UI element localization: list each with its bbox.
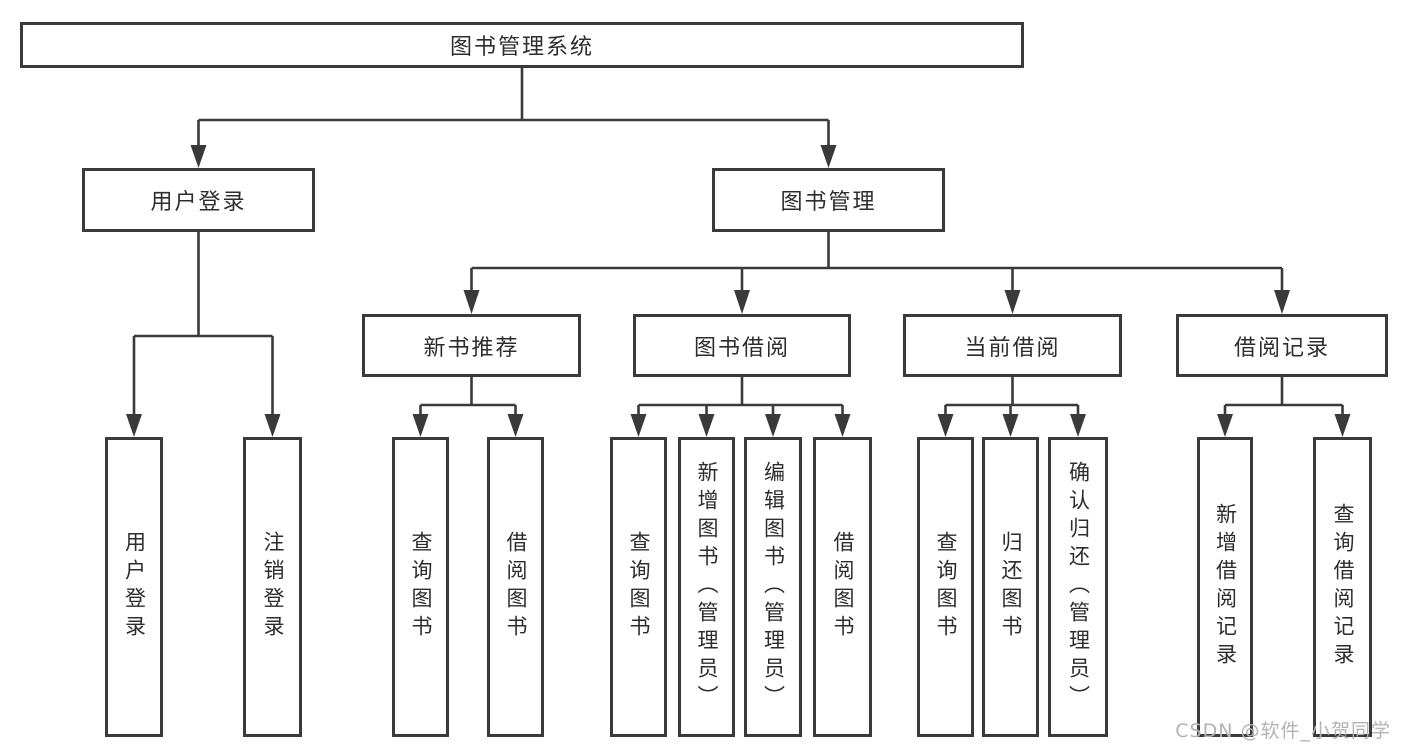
leaf-logout: 注销登录 bbox=[243, 437, 302, 737]
node-user-login: 用户登录 bbox=[82, 168, 315, 232]
connector-current-borrowing-children bbox=[937, 377, 1086, 437]
leaf-return-books: 归还图书 bbox=[982, 437, 1039, 737]
node-label: 用户登录 bbox=[122, 531, 147, 643]
node-label: 查询图书 bbox=[409, 531, 433, 643]
node-label: 新书推荐 bbox=[423, 335, 520, 361]
leaf-query-books-current: 查询图书 bbox=[917, 437, 974, 737]
leaf-add-borrowing-record: 新增借阅记录 bbox=[1197, 437, 1253, 737]
node-book-management-system: 图书管理系统 bbox=[20, 22, 1024, 68]
node-label: 编辑图书（管理员） bbox=[761, 461, 786, 713]
node-book-borrowing: 图书借阅 bbox=[633, 314, 851, 377]
connector-book-borrowing-children bbox=[630, 377, 851, 437]
node-label: 当前借阅 bbox=[964, 335, 1061, 361]
leaf-borrow-books-recommend: 借阅图书 bbox=[487, 437, 544, 737]
leaf-confirm-return-admin: 确认归还（管理员） bbox=[1048, 437, 1108, 737]
leaf-user-login: 用户登录 bbox=[105, 437, 163, 737]
node-label: 新增图书（管理员） bbox=[695, 461, 719, 713]
node-label: 确认归还（管理员） bbox=[1066, 461, 1091, 713]
leaf-query-books-recommend: 查询图书 bbox=[392, 437, 449, 737]
leaf-edit-book-admin: 编辑图书（管理员） bbox=[744, 437, 802, 737]
node-label: 查询借阅记录 bbox=[1331, 503, 1355, 671]
leaf-add-book-admin: 新增图书（管理员） bbox=[678, 437, 735, 737]
node-label: 图书借阅 bbox=[693, 335, 790, 361]
node-label: 查询图书 bbox=[627, 531, 651, 643]
node-label: 借阅图书 bbox=[831, 531, 855, 643]
node-book-management: 图书管理 bbox=[712, 168, 945, 232]
node-label: 查询图书 bbox=[934, 531, 958, 643]
connector-book-management-children bbox=[463, 232, 1290, 314]
node-label: 图书管理系统 bbox=[449, 35, 594, 60]
node-new-book-recommendation: 新书推荐 bbox=[362, 314, 581, 377]
connector-user-login-children bbox=[126, 232, 281, 437]
leaf-borrow-books-borrowing: 借阅图书 bbox=[813, 437, 872, 737]
node-label: 归还图书 bbox=[999, 531, 1023, 643]
leaf-query-borrowing-record: 查询借阅记录 bbox=[1313, 437, 1372, 737]
connector-root-to-level2 bbox=[190, 68, 837, 168]
node-label: 新增借阅记录 bbox=[1213, 503, 1238, 671]
connector-new-book-recommendation-children bbox=[412, 377, 524, 437]
csdn-watermark: CSDN @软件_小贺同学 bbox=[1175, 720, 1391, 742]
leaf-query-books-borrowing: 查询图书 bbox=[610, 437, 667, 737]
node-borrowing-records: 借阅记录 bbox=[1176, 314, 1388, 377]
node-label: 借阅记录 bbox=[1233, 335, 1330, 361]
node-label: 注销登录 bbox=[261, 531, 285, 643]
node-label: 图书管理 bbox=[780, 190, 877, 215]
node-current-borrowing: 当前借阅 bbox=[903, 314, 1122, 377]
connector-borrowing-records-children bbox=[1217, 377, 1351, 437]
node-label: 借阅图书 bbox=[504, 531, 528, 643]
node-label: 用户登录 bbox=[150, 190, 247, 215]
